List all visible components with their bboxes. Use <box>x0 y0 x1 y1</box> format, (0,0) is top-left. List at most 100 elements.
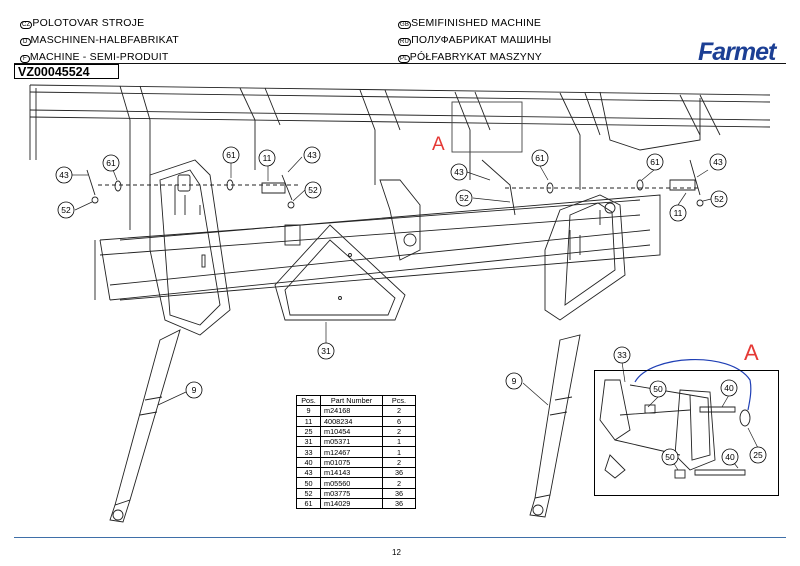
cell-part-number: m14029 <box>320 497 383 510</box>
header-text-d: MASCHINEN-HALBFABRIKAT <box>30 34 179 46</box>
callout-40-text: 40 <box>724 383 734 393</box>
cell-pos: 61 <box>296 497 321 510</box>
cell-pcs: 36 <box>382 487 416 499</box>
callout-9-right: 9 <box>505 372 523 390</box>
callout-43-left: 43 <box>55 166 73 184</box>
callout-11-text: 11 <box>674 208 683 218</box>
page-number: 12 <box>392 548 401 557</box>
cell-part-number: m05560 <box>320 477 383 489</box>
cell-part-number: m14143 <box>320 467 383 479</box>
lang-code-pl: PL <box>398 55 410 63</box>
callout-25: 25 <box>749 446 767 464</box>
callout-52-far: 52 <box>710 190 728 208</box>
cell-pcs: 1 <box>382 436 416 448</box>
callout-52-text: 52 <box>308 185 318 195</box>
cell-pos: 25 <box>296 425 321 438</box>
cell-pos: 9 <box>296 405 321 417</box>
callout-61-right: 61 <box>531 149 549 167</box>
callout-33: 33 <box>613 346 631 364</box>
cell-pcs: 2 <box>382 456 416 469</box>
detail-arc <box>634 358 752 411</box>
cell-pcs: 36 <box>382 467 416 479</box>
cell-pos: 11 <box>296 415 321 427</box>
callout-61-left: 61 <box>102 154 120 172</box>
col-part-number: Part Number <box>320 394 383 407</box>
footer-divider <box>14 537 786 538</box>
lang-code-d: D <box>20 38 31 46</box>
drawing-code: VZ00045524 <box>14 64 119 79</box>
table-header-row: Pos. Part Number Pcs. <box>296 394 416 407</box>
frame-linework <box>29 84 771 523</box>
callout-61-far: 61 <box>646 153 664 171</box>
cell-pcs: 1 <box>382 446 416 458</box>
callout-43-text: 43 <box>59 170 69 180</box>
cell-pos: 40 <box>296 456 321 469</box>
callout-43-far: 43 <box>709 153 727 171</box>
callout-9-text: 9 <box>192 385 197 395</box>
callout-11-far: 11 <box>669 204 687 222</box>
callout-61-text: 61 <box>226 150 236 160</box>
header-text-ru: ПОЛУФАБРИКАТ МАШИНЫ <box>411 34 552 46</box>
cell-pos: 52 <box>296 487 321 499</box>
cell-part-number: 4008234 <box>320 415 383 427</box>
cell-pcs: 2 <box>382 405 416 417</box>
leader-lines <box>72 156 759 471</box>
cell-part-number: m12467 <box>320 446 383 458</box>
lang-code-cz: CZ <box>20 21 33 29</box>
callout-52-left: 52 <box>57 201 75 219</box>
cell-part-number: m24168 <box>320 405 383 417</box>
cell-part-number: m05371 <box>320 436 383 448</box>
cell-pos: 50 <box>296 477 321 489</box>
callout-52-text: 52 <box>459 193 469 203</box>
col-pos: Pos. <box>296 394 321 407</box>
header-divider <box>14 63 786 64</box>
callout-52-right: 52 <box>455 189 473 207</box>
callout-52-text: 52 <box>714 194 724 204</box>
callout-9-text: 9 <box>512 376 517 386</box>
callout-43-mid: 43 <box>303 146 321 164</box>
callout-33-text: 33 <box>617 350 627 360</box>
callout-43-text: 43 <box>307 150 317 160</box>
callout-52-mid: 52 <box>304 181 322 199</box>
callout-40-top: 40 <box>720 379 738 397</box>
callout-61-text: 61 <box>535 153 545 163</box>
detail-a-frame <box>594 370 779 496</box>
callout-50-text: 50 <box>653 384 663 394</box>
assembly-drawing: 43 61 52 61 11 43 52 31 9 43 52 61 61 43… <box>29 84 771 523</box>
cell-pos: 31 <box>296 436 321 448</box>
callout-40-text: 40 <box>725 452 735 462</box>
cell-pos: 33 <box>296 446 321 458</box>
cell-pcs: 36 <box>382 497 416 510</box>
lang-code-f: F <box>20 55 30 63</box>
lang-code-gb: GB <box>398 21 412 29</box>
callout-61-text: 61 <box>106 158 116 168</box>
callout-52-text: 52 <box>61 205 71 215</box>
cell-pcs: 6 <box>382 415 416 427</box>
callout-11-text: 11 <box>263 153 272 163</box>
callout-9-left: 9 <box>185 381 203 399</box>
callout-25-text: 25 <box>753 450 763 460</box>
cell-part-number: m03775 <box>320 487 383 499</box>
callouts: 43 61 52 61 11 43 52 31 9 43 52 61 61 43… <box>55 146 767 466</box>
callout-31-text: 31 <box>321 346 331 356</box>
callout-43-text: 43 <box>454 167 464 177</box>
callout-43-text: 43 <box>713 157 723 167</box>
callout-40-bottom: 40 <box>721 448 739 466</box>
callout-61-mid: 61 <box>222 146 240 164</box>
callout-31: 31 <box>317 342 335 360</box>
callout-61-text: 61 <box>650 157 660 167</box>
cell-part-number: m10454 <box>320 425 383 438</box>
callout-50-bottom: 50 <box>661 448 679 466</box>
